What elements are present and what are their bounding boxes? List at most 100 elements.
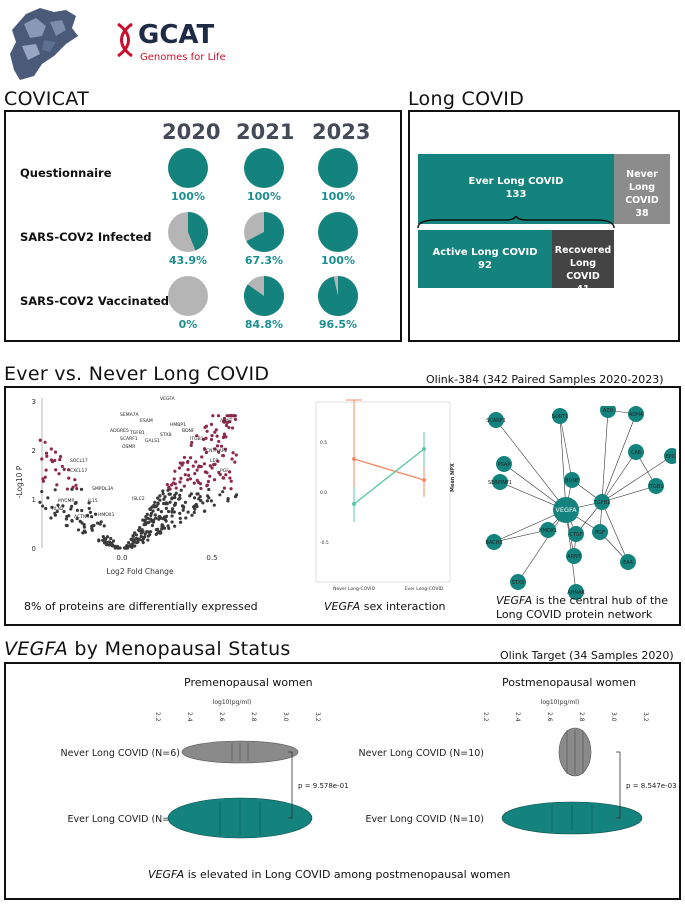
volcano-point xyxy=(199,464,203,469)
volcano-point xyxy=(222,420,226,424)
volcano-point xyxy=(161,492,165,496)
volcano-point xyxy=(134,533,139,537)
volcano-point xyxy=(125,544,129,548)
volcano-point xyxy=(65,487,70,491)
volcano-point xyxy=(173,495,177,500)
volcano-point xyxy=(146,538,150,542)
volcano-point xyxy=(228,420,232,424)
volcano-point xyxy=(55,509,59,514)
tick-label: 2.6 xyxy=(218,712,225,722)
volcano-point xyxy=(209,437,214,442)
olink-384-subtitle: Olink-384 (342 Paired Samples 2020-2023) xyxy=(426,373,664,386)
gene-label: TGFB1 xyxy=(129,430,145,436)
network-node-label: SORT1 xyxy=(552,414,568,420)
volcano-point xyxy=(162,497,166,501)
gene-label: BDNF xyxy=(182,428,195,434)
year-2020: 2020 xyxy=(162,120,221,144)
volcano-point xyxy=(61,504,65,508)
pie-slice-teal xyxy=(188,212,208,251)
volcano-point xyxy=(224,473,228,477)
volcano-point xyxy=(182,455,187,460)
network-node xyxy=(568,584,584,600)
active-long-covid-bar: Active Long COVID 92 xyxy=(418,230,552,288)
row-label-vaccinated: SARS-COV2 Vaccinated xyxy=(20,294,169,308)
pie-percent-label: 100% xyxy=(247,190,281,203)
network-caption-line2: Long COVID protein network xyxy=(496,608,653,621)
gene-label: IL15 xyxy=(88,498,98,504)
volcano-point xyxy=(153,513,157,517)
volcano-point xyxy=(87,506,91,511)
volcano-point xyxy=(192,510,196,515)
volcano-point xyxy=(164,514,169,518)
volcano-point xyxy=(177,466,182,470)
volcano-point xyxy=(145,512,149,516)
network-node-label: ARNT xyxy=(567,554,582,560)
p-value: p = 8.547e-03 xyxy=(626,782,676,790)
volcano-point xyxy=(113,546,117,550)
volcano-point xyxy=(205,471,209,475)
menopause-panel: Premenopausal women Postmenopausal women… xyxy=(4,662,681,900)
volcano-point xyxy=(150,519,154,523)
vegfa-title-text: by Menopausal Status xyxy=(68,638,291,660)
network-node xyxy=(594,494,610,510)
pie-percent-label: 100% xyxy=(321,254,355,267)
volcano-point xyxy=(214,428,218,432)
network-edge xyxy=(601,455,673,503)
pie-slice-grey xyxy=(168,276,208,316)
volcano-point xyxy=(143,532,147,536)
volcano-point xyxy=(75,508,80,512)
volcano-point xyxy=(62,510,66,514)
volcano-point xyxy=(213,462,217,466)
volcano-point xyxy=(111,539,116,543)
tick-label: 2.2 xyxy=(482,712,489,722)
gene-label: VEGFA xyxy=(160,396,176,402)
pie-percent-label: 84.8% xyxy=(244,318,284,331)
volcano-point xyxy=(195,468,199,472)
network-edge xyxy=(601,413,637,503)
pie-percent-label: 43.9% xyxy=(168,254,208,267)
y-axis-label: -Log10 P xyxy=(15,465,24,498)
pie-2-2 xyxy=(318,276,358,316)
tick-label: 3.0 xyxy=(282,712,289,722)
gene-label: ACTN4 xyxy=(74,514,89,520)
network-node-label: VEGFA xyxy=(555,506,577,514)
volcano-point xyxy=(94,512,98,516)
volcano-point xyxy=(62,467,66,471)
pie-slice-teal xyxy=(168,148,208,188)
network-node xyxy=(510,574,526,590)
volcano-point xyxy=(178,511,182,515)
network-edge xyxy=(495,419,567,511)
network-node xyxy=(566,548,582,564)
volcano-point xyxy=(190,440,194,445)
volcano-point xyxy=(229,479,233,483)
volcano-point xyxy=(169,483,174,487)
covicat-panel: 2020 2021 2023 Questionnaire SARS-COV2 I… xyxy=(4,110,402,342)
volcano-point xyxy=(57,472,61,476)
volcano-point xyxy=(183,500,187,504)
volcano-point xyxy=(196,492,200,496)
volcano-point xyxy=(131,533,135,538)
network-edge xyxy=(493,509,567,543)
volcano-point xyxy=(195,478,199,482)
volcano-point xyxy=(216,459,220,463)
volcano-point xyxy=(162,501,166,506)
volcano-point xyxy=(161,517,166,521)
recovered-long-covid-bar: Recovered Long COVID 41 xyxy=(552,230,614,295)
network-caption-text: is the central hub of the xyxy=(532,594,669,607)
volcano-point xyxy=(148,533,152,537)
volcano-point xyxy=(170,520,174,524)
volcano-point xyxy=(132,540,136,544)
volcano-caption: 8% of proteins are differentially expres… xyxy=(24,600,258,613)
volcano-point xyxy=(153,500,157,504)
volcano-point xyxy=(67,476,71,480)
network-edge xyxy=(559,415,567,511)
volcano-point xyxy=(146,521,150,525)
axis-title: log10(pg/ml) xyxy=(541,699,580,706)
volcano-point xyxy=(129,537,133,542)
volcano-point xyxy=(150,523,155,528)
volcano-point xyxy=(137,529,142,533)
volcano-point xyxy=(178,496,182,500)
volcano-point xyxy=(228,476,232,480)
